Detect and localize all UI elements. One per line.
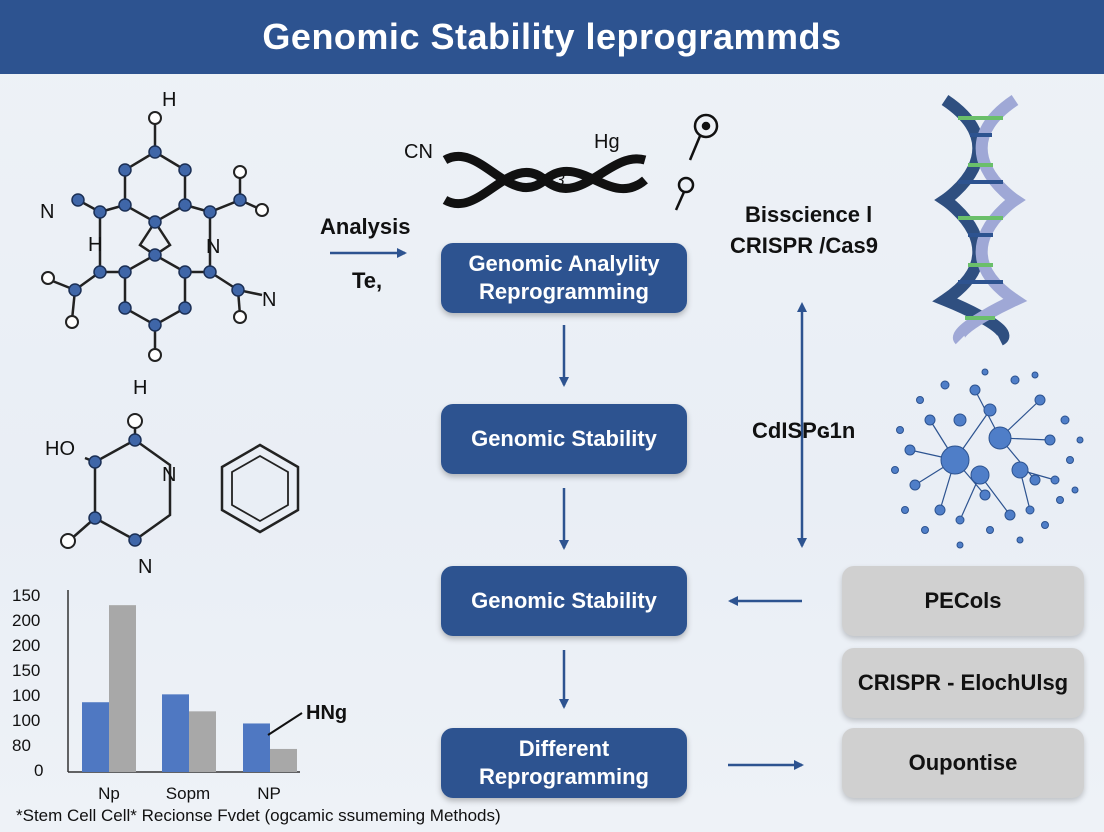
network-nodes — [891, 368, 1084, 549]
bar-np-series-1 — [82, 702, 109, 772]
hg-label: Hg — [594, 131, 620, 153]
y-tick-label: 150 — [12, 586, 41, 605]
x-tick-label-np: Np — [98, 784, 120, 803]
molecule-structure-small — [69, 422, 172, 542]
molecule-oxygen-large — [41, 111, 269, 362]
atom-ho: HO — [45, 438, 75, 460]
x-tick-label-np2: NP — [257, 784, 281, 803]
atom-h-top: H — [162, 89, 177, 111]
side-box-crispr-elochulsg: CRISPR - ElochUlsg — [842, 648, 1084, 718]
bar-np-series-2 — [109, 605, 136, 772]
y-tick-label: 80 — [12, 736, 31, 755]
bar-np-series-1 — [243, 723, 270, 772]
bar-chart — [67, 590, 303, 773]
title-bar: Genomic Stability leprogrammds — [0, 0, 1104, 74]
flow-box-genomic-stability-1: Genomic Stability — [441, 404, 687, 474]
crispr-cas9-label: CRISPR /Cas9 — [730, 233, 878, 258]
bisscience-label: Bisscience l — [745, 202, 873, 227]
flow-box-different-reprogramming: Different Reprogramming — [441, 728, 687, 798]
molecule-oxygen-small — [60, 413, 143, 549]
y-tick-label: 100 — [12, 686, 41, 705]
bar-np-series-2 — [270, 748, 297, 772]
chart-annotation-hng: HNg — [306, 702, 348, 724]
atom-n-right2: N — [262, 289, 277, 311]
page-title: Genomic Stability leprogrammds — [262, 16, 842, 57]
atom-n-ring1: N — [162, 464, 177, 486]
atom-n-right: N — [206, 236, 221, 258]
atom-h-left: H — [88, 234, 103, 256]
cdisp-label: CdISPɢ1n — [752, 418, 856, 443]
footer-caption: *Stem Cell Cell* Recionse Fvdet (ogcamic… — [16, 806, 501, 825]
molecule-atoms-large — [68, 145, 247, 332]
helix-loops — [442, 151, 648, 209]
flow-box-analylity-reprogramming: Genomic Analylity Reprogramming — [441, 243, 687, 313]
flow-box-genomic-stability-2: Genomic Stability — [441, 566, 687, 636]
network-cluster-icon — [909, 389, 1056, 521]
chart-annotation-line — [267, 712, 303, 736]
analysis-label: Analysis — [320, 214, 411, 239]
y-tick-label: 100 — [12, 711, 41, 730]
helix-center-label: H'3 — [541, 172, 565, 189]
te-label: Te, — [352, 268, 383, 293]
y-tick-label: 200 — [12, 611, 41, 630]
atom-h-bottom: H — [133, 377, 148, 399]
dna-helix-icon — [932, 95, 1028, 346]
y-tick-label: 0 — [34, 761, 44, 780]
y-tick-label: 150 — [12, 661, 41, 680]
molecule-atoms-small — [88, 433, 142, 547]
side-box-oupontise: Oupontise — [842, 728, 1084, 798]
x-tick-label-sopm: Sopm — [165, 784, 211, 803]
side-box-pecols: PECols — [842, 566, 1084, 636]
benzene-ring — [220, 443, 300, 534]
y-tick-label: 200 — [12, 636, 41, 655]
bar-sopm-series-1 — [162, 694, 189, 772]
cn-label: CN — [404, 141, 433, 163]
probe-icon — [674, 113, 719, 211]
atom-n-ring2: N — [138, 556, 153, 578]
bar-sopm-series-2 — [189, 711, 216, 772]
atom-n-left: N — [40, 201, 55, 223]
